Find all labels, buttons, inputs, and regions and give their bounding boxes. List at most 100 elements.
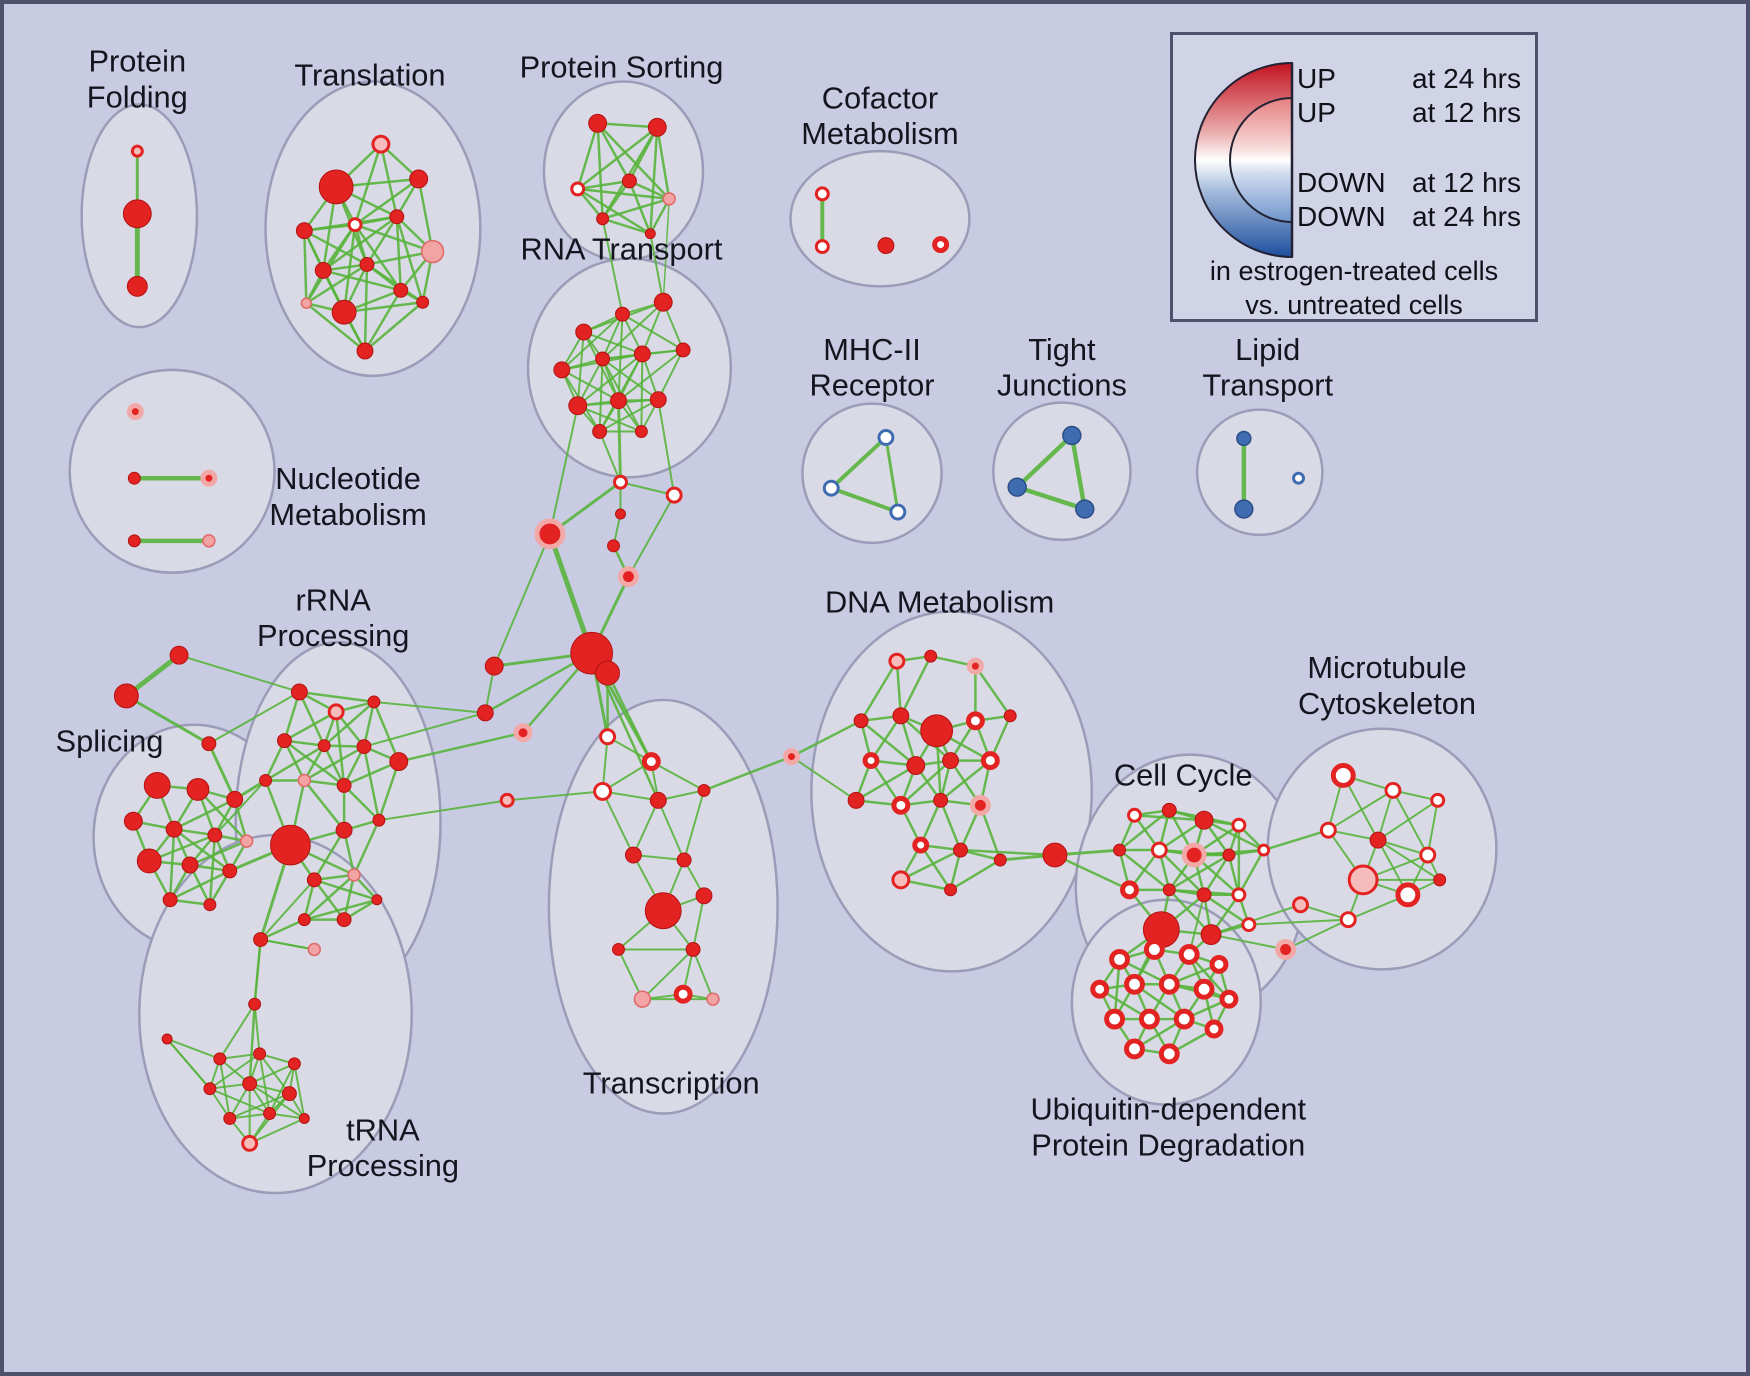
network-edge	[372, 700, 487, 714]
node-tj2	[1007, 477, 1027, 497]
cluster-label-tn: Processing	[307, 1148, 459, 1183]
network-edge	[248, 1002, 256, 1085]
node-ub1	[1109, 948, 1131, 970]
network-edge	[692, 948, 714, 1001]
node-dm9	[862, 752, 880, 770]
node-cm3	[877, 237, 895, 255]
node-ch4	[615, 508, 626, 520]
cluster-ellipse-lt	[1195, 408, 1324, 537]
node-cc15	[1200, 924, 1222, 945]
node-tc11	[685, 942, 701, 957]
network-edge	[1202, 818, 1265, 852]
node-tj1	[1062, 425, 1082, 446]
node-pf3	[126, 275, 148, 297]
node-dm5	[892, 707, 910, 725]
network-edge	[649, 232, 665, 304]
node-rt9	[610, 392, 627, 410]
network-edge	[228, 1092, 291, 1120]
node-cc4	[1231, 817, 1247, 833]
network-edge	[259, 938, 316, 951]
network-edge	[342, 784, 381, 822]
node-dm8	[1003, 709, 1017, 723]
node-rr5	[317, 739, 331, 753]
node-mc2	[1384, 781, 1402, 799]
network-edge	[248, 1062, 296, 1085]
node-rr7	[389, 752, 409, 772]
node-fr2	[476, 704, 494, 722]
node-dm15	[933, 792, 949, 808]
node-tc14	[706, 992, 720, 1006]
node-tn5	[213, 1052, 227, 1066]
network-edge	[702, 755, 793, 792]
legend-box: UP at 24 hrs UP at 12 hrs DOWN at 12 hrs…	[1170, 32, 1538, 322]
network-edge	[228, 1112, 271, 1120]
network-edge	[657, 799, 686, 861]
network-edge	[790, 719, 863, 758]
network-edge	[582, 331, 644, 355]
network-edge	[303, 745, 366, 782]
node-ch5	[607, 539, 620, 553]
node-dm3	[966, 657, 984, 675]
node-tn13	[298, 1113, 310, 1124]
network-edge	[303, 873, 356, 921]
node-nm5	[202, 534, 216, 548]
node-fx2	[113, 683, 139, 709]
node-tc4	[649, 791, 667, 809]
node-cc7	[1181, 842, 1207, 868]
node-cc3	[1194, 810, 1214, 830]
network-edge	[974, 664, 1012, 718]
node-rt10	[649, 391, 667, 409]
node-fx3	[201, 736, 217, 752]
node-mc5	[1369, 831, 1387, 849]
node-dm13	[847, 791, 865, 809]
node-ps2	[647, 117, 667, 137]
node-nm3	[200, 469, 218, 487]
node-mc10	[1339, 911, 1357, 929]
node-ch1	[613, 474, 628, 490]
node-cc2	[1161, 802, 1177, 818]
node-sp2	[186, 777, 210, 801]
legend-footer-line2: vs. untreated cells	[1245, 290, 1463, 320]
node-fx1	[169, 645, 189, 665]
node-ub13	[1204, 1019, 1224, 1039]
node-sp5	[165, 820, 183, 838]
network-edge	[576, 179, 631, 191]
network-edge	[397, 731, 525, 763]
cluster-label-nm: Metabolism	[269, 497, 426, 532]
network-edge	[298, 690, 376, 704]
node-ub2	[1143, 939, 1165, 960]
network-edge	[619, 481, 676, 497]
node-ub5	[1090, 979, 1110, 999]
node-tr13	[416, 295, 430, 309]
cluster-label-tj: Tight	[1028, 332, 1096, 367]
network-edge	[601, 790, 635, 857]
node-rt3	[653, 292, 673, 312]
network-edge	[601, 179, 631, 220]
legend-inner-ring	[1229, 96, 1293, 224]
network-edge	[1202, 853, 1231, 897]
network-edge	[322, 700, 376, 747]
node-rr12	[335, 821, 353, 839]
network-edge	[859, 719, 918, 767]
node-tr6	[389, 209, 405, 225]
network-edge	[283, 690, 301, 742]
node-dm14	[891, 795, 911, 815]
network-edge	[417, 177, 434, 253]
node-tn11	[223, 1112, 237, 1125]
network-edge	[657, 348, 685, 401]
network-edge	[632, 854, 686, 861]
network-edge	[321, 269, 403, 292]
legend-down24-time: at 24 hrs	[1412, 201, 1521, 232]
network-edge	[1202, 893, 1251, 926]
node-tn2	[307, 942, 321, 957]
node-tr12	[300, 297, 313, 309]
network-edge	[353, 142, 383, 226]
cluster-ellipse-tj	[992, 401, 1132, 542]
node-tc6	[624, 846, 642, 864]
network-edge	[939, 799, 962, 852]
node-mc6	[1419, 846, 1437, 864]
node-ub3	[1178, 944, 1200, 965]
node-dm20	[944, 883, 958, 897]
node-cc6	[1150, 841, 1168, 859]
